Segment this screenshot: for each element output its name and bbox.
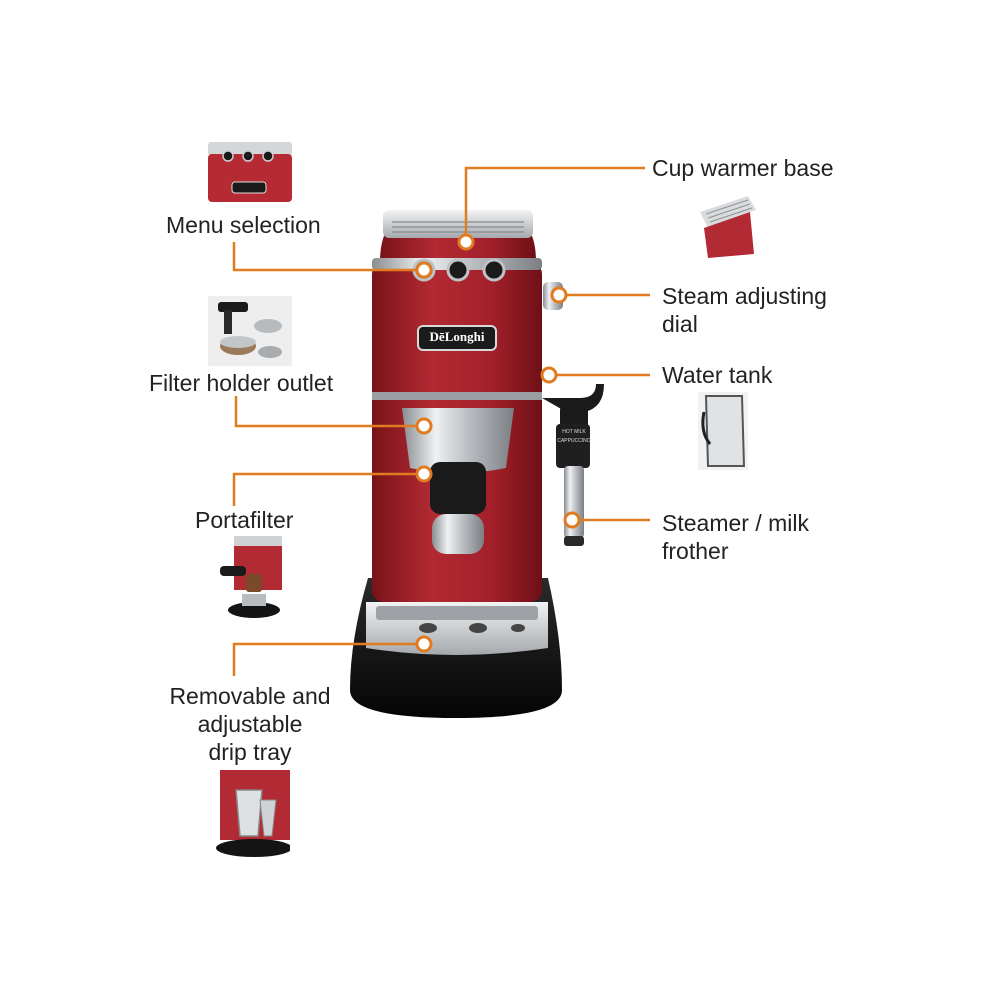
label-steam-line-1: Steam adjusting: [662, 283, 827, 309]
label-water-tank: Water tank: [662, 362, 773, 388]
callout-line-drip-tray: [232, 642, 424, 676]
callout-line-filter-holder: [234, 396, 424, 428]
label-cup-warmer-base: Cup warmer base: [652, 155, 834, 181]
portafilter-handle: [430, 462, 486, 554]
label-drip-line-2: adjustable: [197, 711, 303, 737]
wand-text: HOT MILK CAPPUCCINO: [557, 428, 591, 446]
thumbnail-filter-holder: [208, 296, 292, 366]
callout-lines: [232, 166, 650, 676]
label-steamer-milk-frother: Steamer / milk frother: [662, 509, 809, 565]
wand-text-line-1: HOT MILK: [562, 429, 586, 435]
thumbnail-portafilter: [220, 536, 282, 620]
callout-line-menu: [232, 242, 420, 272]
brand-plate: [417, 325, 497, 351]
steam-wand: [542, 384, 604, 546]
label-menu-selection: Menu selection: [166, 212, 321, 238]
marker-cup-warmer: [457, 233, 475, 251]
label-steamer-line-2: frother: [662, 538, 729, 564]
label-steamer-line-1: Steamer / milk: [662, 510, 809, 536]
label-steam-adjusting-dial: Steam adjusting dial: [662, 282, 827, 338]
thumbnail-menu-selection: [206, 140, 294, 204]
label-drip-tray: Removable and adjustable drip tray: [150, 682, 350, 766]
label-drip-line-1: Removable and: [169, 683, 331, 709]
marker-portafilter: [415, 465, 433, 483]
drip-tray: [366, 602, 548, 655]
label-drip-line-3: drip tray: [208, 739, 292, 765]
label-filter-holder-outlet: Filter holder outlet: [149, 370, 334, 396]
marker-steamer: [563, 511, 581, 529]
callout-markers: [415, 233, 581, 653]
marker-steam-dial: [550, 286, 568, 304]
label-portafilter: Portafilter: [195, 507, 294, 533]
label-steam-line-2: dial: [662, 311, 698, 337]
marker-water-tank: [540, 366, 558, 384]
callout-line-portafilter: [232, 472, 424, 506]
thumbnail-cup-warmer: [694, 188, 758, 260]
marker-menu: [415, 261, 433, 279]
cup-warmer-plate: [383, 210, 533, 238]
brand-logo: DēLonghi: [418, 329, 496, 345]
marker-drip-tray: [415, 635, 433, 653]
callout-line-cup-warmer: [464, 166, 645, 240]
marker-filter-holder: [415, 417, 433, 435]
thumbnail-drip-tray: [210, 770, 290, 858]
thumbnail-water-tank: [698, 392, 748, 470]
brand-text: DēLonghi: [429, 329, 485, 344]
wand-text-line-2: CAPPUCCINO: [557, 438, 591, 444]
